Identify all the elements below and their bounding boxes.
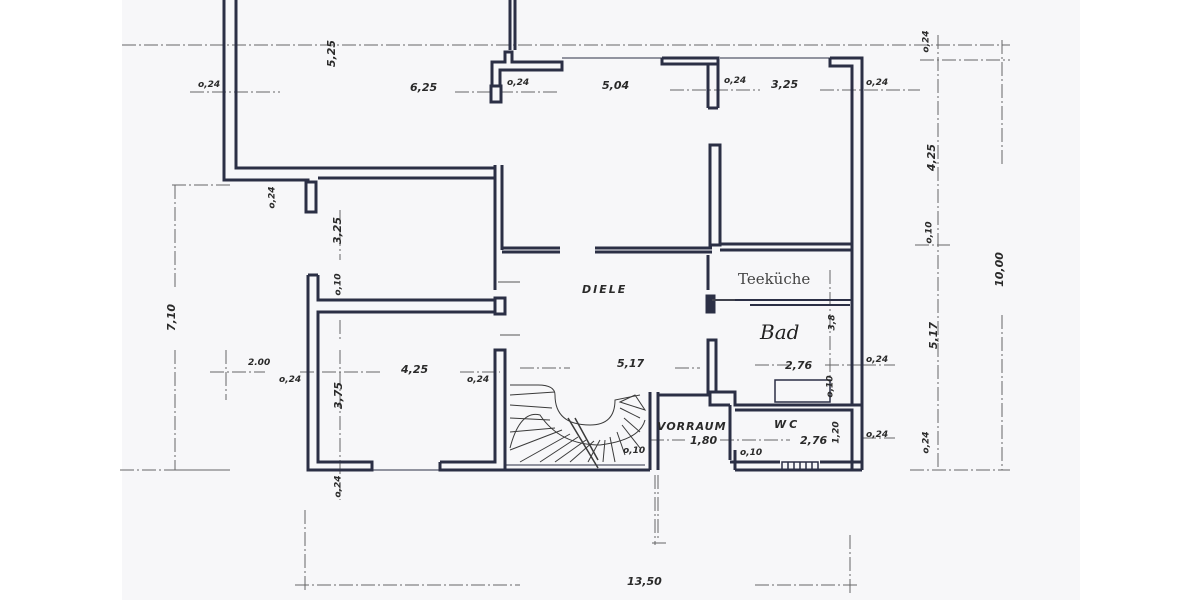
dim-vorraum-1-80: 1,80 <box>690 434 718 447</box>
dim-wc-2-76: 2,76 <box>800 434 828 447</box>
dim-wc-1-20: 1,20 <box>831 421 842 444</box>
dim-inner-0-10: o,10 <box>333 273 344 296</box>
dim-wall-left-top: o,24 <box>198 80 221 90</box>
walls <box>222 0 864 472</box>
dim-left-0-24: o,24 <box>279 375 302 385</box>
dim-total-13-50: 13,50 <box>627 575 662 588</box>
dim-wall-b: o,24 <box>724 76 747 86</box>
dim-wc-0-24: o,24 <box>866 430 889 440</box>
room-label-teekueche: Teeküche <box>738 270 811 288</box>
dim-bad-3-81: 3,8 <box>827 314 838 331</box>
dim-right-4-25: 4,25 <box>925 143 939 172</box>
dim-inner-0-24: o,24 <box>267 186 278 209</box>
paper-sheet <box>122 0 1080 600</box>
dim-right-0-24-top: o,24 <box>921 30 932 53</box>
dim-inner-3-75: 3,75 <box>332 381 346 410</box>
dim-bad-2-76: 2,76 <box>785 359 813 372</box>
dim-diele-5-17: 5,17 <box>617 357 645 370</box>
dim-total-10-00: 10,00 <box>992 252 1006 287</box>
dim-room-0-24-right: o,24 <box>467 375 490 385</box>
dim-bad-0-24: o,24 <box>866 355 889 365</box>
margin-right <box>1080 0 1200 600</box>
dim-inner-3-25: 3,25 <box>331 216 345 245</box>
dim-bad-0-10: o,10 <box>825 375 836 398</box>
dim-wall-right-top: o,24 <box>866 78 889 88</box>
margin-left <box>0 0 122 600</box>
dim-right-5-17: 5,17 <box>927 321 941 350</box>
dim-2-00: 2.00 <box>248 358 271 368</box>
door-marks <box>498 281 735 336</box>
dim-5-25: 5,25 <box>325 39 339 68</box>
dim-3-25: 3,25 <box>771 78 799 91</box>
dim-bottom-0-24: o,24 <box>333 475 344 498</box>
dim-stair-0-10: o,10 <box>623 446 646 456</box>
room-label-bad: Bad <box>760 320 800 344</box>
room-label-diele: DIELE <box>582 283 628 296</box>
room-label-wc: WC <box>774 418 801 431</box>
dim-right-0-24-bottom: o,24 <box>921 431 932 454</box>
dimension-lines <box>120 35 1010 595</box>
dim-room-4-25: 4,25 <box>401 363 429 376</box>
dim-right-0-10: o,10 <box>924 221 935 244</box>
dim-6-25: 6,25 <box>410 81 438 94</box>
staircase <box>509 384 647 469</box>
dim-wall-a: o,24 <box>507 78 530 88</box>
dim-wc-0-10: o,10 <box>740 448 763 458</box>
room-label-vorraum: VORRAUM <box>657 420 727 433</box>
dim-5-04: 5,04 <box>602 79 630 92</box>
dim-total-7-10: 7,10 <box>165 303 179 332</box>
